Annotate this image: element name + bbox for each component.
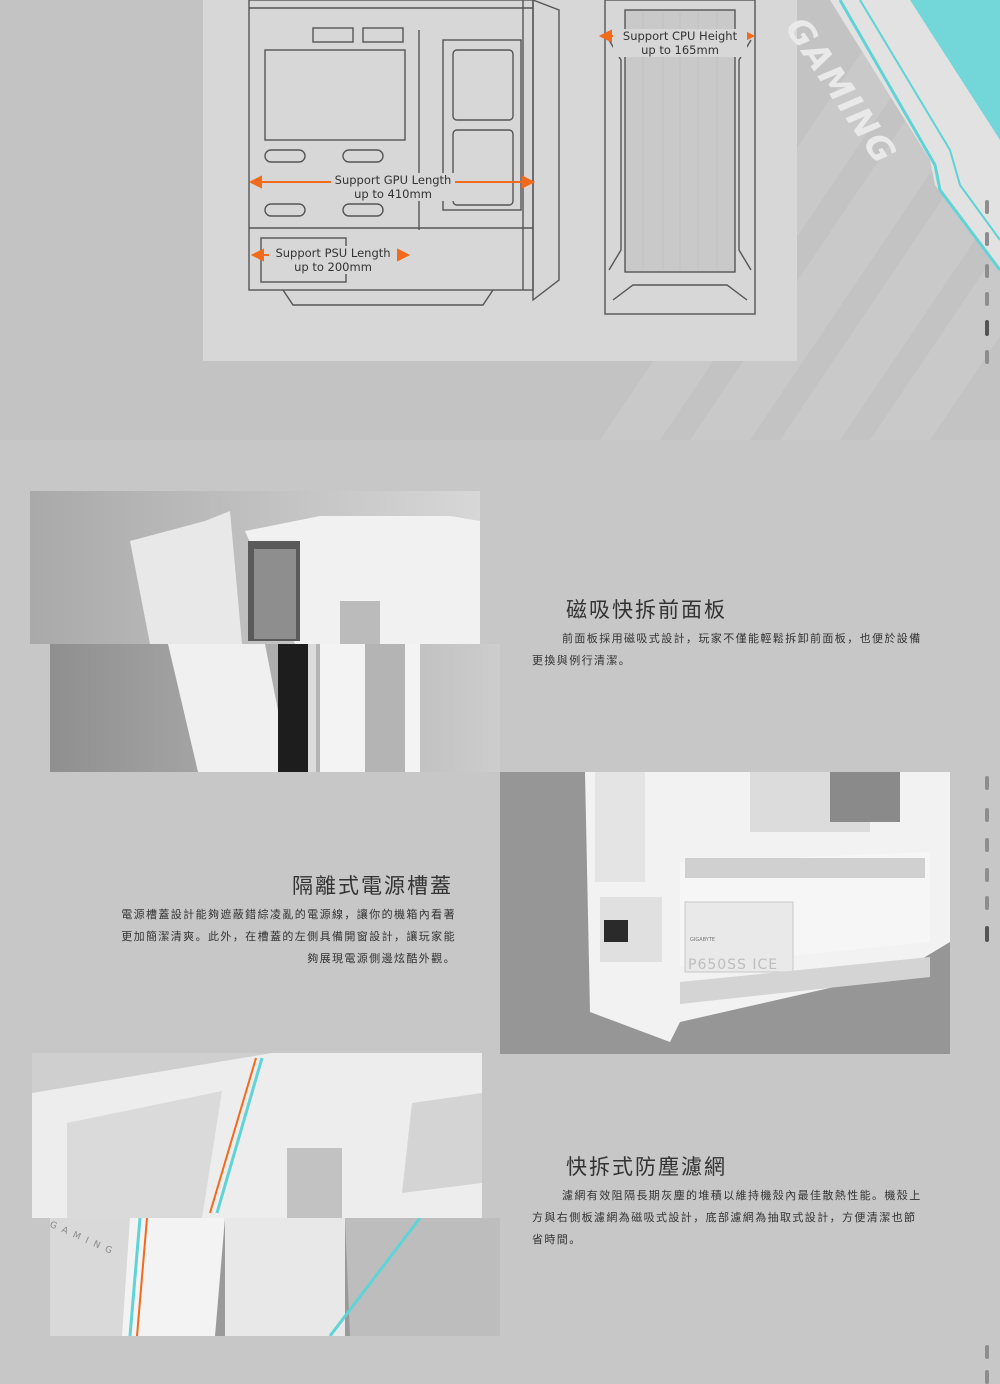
feature-desc-line: 電源槽蓋設計能夠遮蔽錯綜凌亂的電源線，讓你的機箱內看著 bbox=[121, 908, 456, 921]
dimension-section: Support CPU Height up to 165mm Support G… bbox=[0, 0, 1000, 440]
cpu-height-callout: Support CPU Height up to 165mm bbox=[613, 29, 747, 57]
side-tick bbox=[985, 350, 989, 364]
side-tick bbox=[985, 292, 989, 306]
psu-brand-label: GIGABYTE bbox=[690, 937, 716, 943]
side-tick bbox=[985, 808, 989, 822]
teal-accent-lines bbox=[830, 0, 1000, 271]
psu-shroud-photo: GIGABYTE P650SS ICE bbox=[500, 772, 950, 1054]
side-tick bbox=[985, 320, 989, 336]
side-tick bbox=[985, 232, 989, 246]
dust-filter-photo-bottom: GAMING bbox=[50, 1218, 500, 1336]
dust-filter-photo-top bbox=[32, 1053, 482, 1218]
side-tick bbox=[985, 1345, 989, 1359]
feature-title-dust-filter: 快拆式防塵濾網 bbox=[566, 1155, 727, 1179]
cpu-callout-line1: Support CPU Height bbox=[622, 29, 738, 43]
feature-title-psu-shroud: 隔離式電源槽蓋 bbox=[292, 874, 453, 898]
feature-desc-line: 更加簡潔清爽。此外，在槽蓋的左側具備開窗設計，讓玩家能 bbox=[121, 930, 456, 943]
feature-desc-dust-filter: 濾網有效阻隔長期灰塵的堆積以維持機殼內最佳散熱性能。機殼上方與右側板濾網為磁吸式… bbox=[532, 1189, 922, 1246]
side-tick bbox=[985, 868, 989, 882]
psu-model-label: P650SS ICE bbox=[688, 957, 779, 973]
side-tick bbox=[985, 776, 989, 790]
side-tick bbox=[985, 838, 989, 852]
gpu-length-callout: Support GPU Length up to 410mm bbox=[331, 173, 455, 201]
feature-desc-magnetic-front-panel: 前面板採用磁吸式設計，玩家不僅能輕鬆拆卸前面板，也便於設備更換與例行清潔。 bbox=[532, 632, 922, 667]
cpu-callout-line2: up to 165mm bbox=[641, 43, 719, 57]
side-tick bbox=[985, 264, 989, 278]
psu-callout-line1: Support PSU Length bbox=[275, 246, 391, 260]
side-tick bbox=[985, 926, 989, 942]
side-tick bbox=[985, 200, 989, 214]
dimension-diagram-panel: Support CPU Height up to 165mm Support G… bbox=[203, 0, 797, 361]
front-panel-photo-top bbox=[30, 491, 480, 644]
gpu-callout-line2: up to 410mm bbox=[354, 187, 432, 201]
feature-desc-line: 夠展現電源側邊炫酷外觀。 bbox=[307, 952, 456, 965]
gpu-callout-line1: Support GPU Length bbox=[334, 173, 452, 187]
psu-callout-line2: up to 200mm bbox=[294, 260, 372, 274]
side-tick bbox=[985, 896, 989, 910]
feature-title-magnetic-front-panel: 磁吸快拆前面板 bbox=[566, 598, 727, 622]
side-tick bbox=[985, 1370, 989, 1384]
psu-length-callout: Support PSU Length up to 200mm bbox=[269, 246, 397, 274]
feature-desc-psu-shroud: 電源槽蓋設計能夠遮蔽錯綜凌亂的電源線，讓你的機箱內看著 更加簡潔清爽。此外，在槽… bbox=[60, 904, 456, 970]
front-panel-photo-bottom bbox=[50, 644, 500, 772]
